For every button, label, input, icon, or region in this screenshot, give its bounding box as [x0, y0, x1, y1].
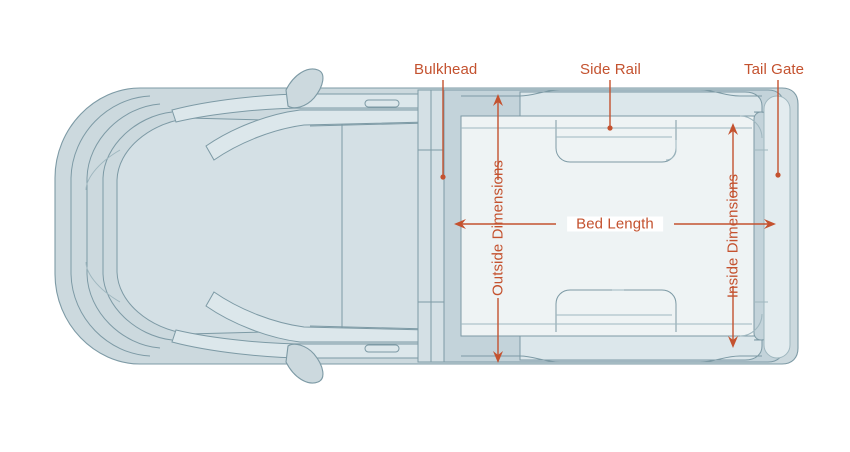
- bed-corner-bottom-right: [739, 313, 763, 337]
- dimension-arrow-inside: [728, 123, 738, 348]
- bed-corner-top-right: [739, 115, 763, 139]
- callout-leader-side-rail: [607, 80, 613, 131]
- rail-cap-contour-top: [461, 89, 762, 97]
- front-bumper-arc-2: [85, 261, 121, 303]
- annotation-layer: [440, 80, 781, 363]
- dimension-arrow-bed-length: [454, 219, 776, 229]
- mirror-top: [285, 68, 324, 109]
- wheel-well-top-notch: [665, 140, 677, 161]
- dimension-label-outside-dimensions: Outside Dimensions: [489, 159, 507, 297]
- window-bottom-front: [205, 291, 429, 343]
- callout-label-side-rail: Side Rail: [580, 61, 641, 78]
- callout-label-tail-gate: Tail Gate: [744, 61, 805, 78]
- hood-seam-mid: [86, 103, 161, 349]
- door-handle-bottom: [364, 344, 400, 353]
- hood-seam-outer: [70, 95, 151, 357]
- callout-leader-bulkhead: [440, 80, 446, 180]
- window-top-seam: [309, 122, 429, 127]
- callout-label-bulkhead: Bulkhead: [414, 61, 478, 78]
- hood-seam-inner: [102, 111, 173, 341]
- front-bumper-arc-1: [85, 149, 121, 191]
- side-rail-bottom: [519, 335, 763, 361]
- rail-cap-contour-bottom: [461, 355, 762, 363]
- door-handle-top: [364, 99, 400, 108]
- dimension-arrow-outside: [493, 94, 503, 363]
- side-rail-top: [519, 91, 763, 117]
- tail-gate-outer-shell: [763, 95, 791, 359]
- dimension-label-inside-dimensions: Inside Dimensions: [724, 173, 742, 299]
- mirror-bottom: [285, 343, 324, 384]
- callout-leader-tail-gate: [775, 80, 781, 178]
- dimension-label-bed-length: Bed Length: [567, 216, 663, 232]
- windshield-panel: [341, 117, 419, 335]
- window-top-front: [205, 109, 429, 161]
- window-bottom-seam: [309, 325, 429, 330]
